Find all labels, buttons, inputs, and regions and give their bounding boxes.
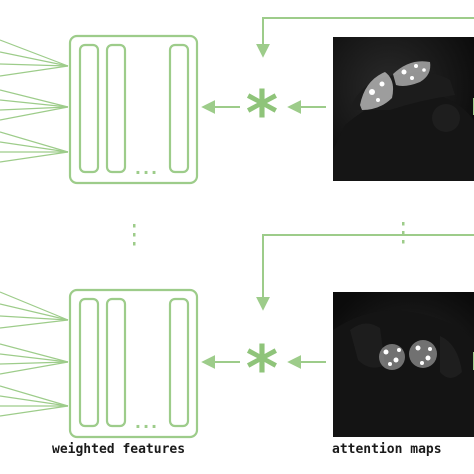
bottom-heat-blobs <box>379 340 437 370</box>
top-attention-map <box>333 37 474 181</box>
top-row: ... * <box>0 17 474 185</box>
top-fan-lines <box>0 39 69 163</box>
top-feature-block <box>68 34 199 185</box>
bottom-fan-lines <box>0 291 69 417</box>
bottom-block-ellipsis: ... <box>135 413 159 432</box>
bottom-attention-map <box>333 292 474 437</box>
top-block-ellipsis: ... <box>135 159 159 178</box>
weighted-features-caption: weighted features <box>52 442 186 457</box>
bottom-feedback-arrow <box>256 234 474 311</box>
top-feedback-arrow <box>256 17 474 58</box>
top-multiply-symbol: * <box>246 77 278 150</box>
row-separators <box>133 222 405 246</box>
attention-maps-caption: attention maps <box>332 442 442 457</box>
top-heat-blobs <box>360 61 431 110</box>
bottom-row: ... * <box>0 234 474 439</box>
bottom-multiply-symbol: * <box>246 332 278 405</box>
bottom-feature-block <box>68 288 199 439</box>
